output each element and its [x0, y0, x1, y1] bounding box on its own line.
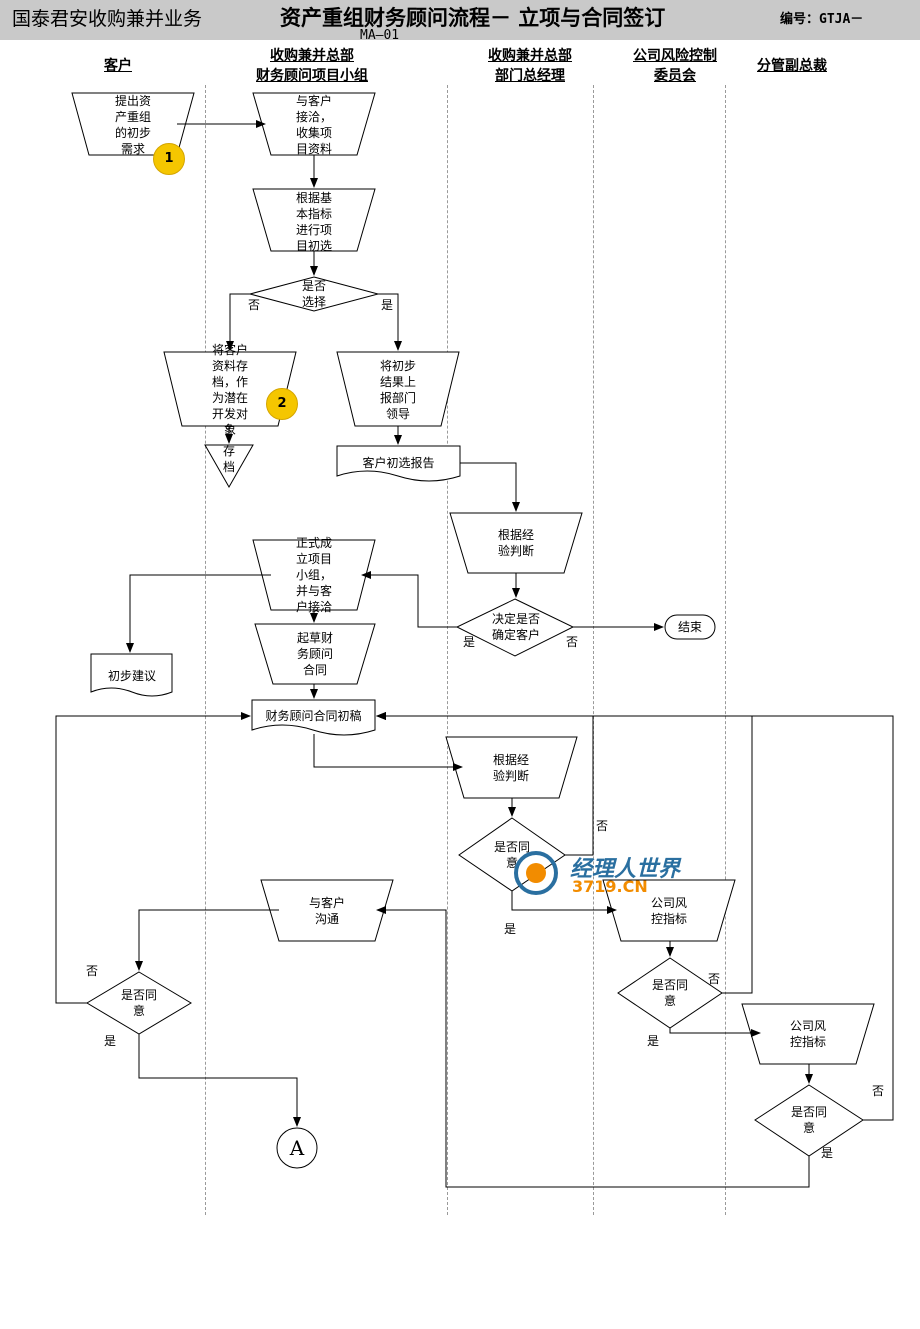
node-preliminary-screening: 根据基 本指标 进行项 目初选: [295, 191, 332, 253]
doc-screening-report: 客户初选报告: [362, 456, 435, 470]
shape-doc1: [336, 445, 461, 482]
shape-n12: [741, 1003, 875, 1065]
header-bar: [0, 0, 920, 40]
lane-title-client: 客户: [104, 58, 132, 74]
node-communicate-client: 与客户 沟通: [308, 896, 345, 926]
step-marker-1: 1: [153, 143, 185, 175]
node-experience-judgment: 根据经 验判断: [497, 528, 534, 558]
shape-conn-a: [276, 1127, 318, 1169]
company-name: 国泰君安收购兼并业务: [12, 8, 203, 30]
node-archive-client: 将客户 资料存 档，作 为潜在 开发对 象: [211, 343, 248, 437]
lane-divider: [725, 85, 726, 1215]
edge: [511, 891, 617, 914]
edge-label-no: 否: [596, 819, 609, 833]
decision-confirm-client: 决定是否 确定客户: [491, 612, 540, 642]
node-risk-indicators-2: 公司风 控指标: [789, 1019, 826, 1049]
terminator-end: 结束: [677, 620, 702, 634]
edge: [669, 1028, 761, 1037]
watermark-logo-icon: [514, 851, 558, 895]
doc-code-continued: MA—01: [360, 28, 400, 43]
connector-a: A: [289, 1136, 305, 1160]
doc-initial-advice: 初步建议: [107, 669, 156, 683]
shape-n10: [260, 879, 394, 942]
edge: [378, 293, 402, 351]
doc-code: 编号：GTJA－: [780, 12, 864, 27]
node-contact-client: 与客户 接洽， 收集项 目资料: [295, 94, 332, 156]
node-report-leader: 将初步 结果上 报部门 领导: [379, 359, 416, 421]
edge-label-no: 否: [86, 964, 99, 978]
edge-label-yes: 是: [504, 922, 517, 936]
shape-n6: [449, 512, 583, 574]
edge: [361, 571, 457, 628]
shape-d1: [248, 276, 380, 312]
node-client-request: 提出资 产重组 的初步 需求: [114, 94, 151, 156]
shape-n7: [252, 539, 376, 611]
edge-label-yes: 是: [821, 1146, 834, 1160]
shape-doc2: [90, 653, 173, 697]
node-experience-judgment-2: 根据经 验判断: [492, 753, 529, 783]
lane-title-vp: 分管副总裁: [757, 58, 827, 74]
node-draft-contract: 起草财 务顾问 合同: [296, 631, 333, 677]
lane-divider: [205, 85, 206, 1215]
shape-d2: [455, 598, 575, 657]
edge-label-yes: 是: [381, 298, 394, 312]
shape-n4: [163, 351, 297, 427]
edge-label-no: 否: [248, 298, 261, 312]
lane-divider: [447, 85, 448, 1215]
edge-label-no: 否: [872, 1084, 885, 1098]
edge: [460, 462, 520, 512]
step-marker-2: 2: [266, 388, 298, 420]
lane-title-gm: 收购兼并总部 部门总经理: [488, 48, 572, 84]
edge-label-yes: 是: [463, 635, 476, 649]
page-title: 资产重组财务顾问流程－ 立项与合同签订: [280, 6, 666, 30]
shape-n3: [252, 188, 376, 252]
node-archive-store: 存 档: [222, 444, 235, 474]
shape-doc3: [251, 699, 376, 736]
edge: [55, 712, 251, 1004]
lane-title-risk: 公司风险控制 委员会: [633, 48, 717, 84]
edge: [376, 712, 894, 1121]
decision-agree-vp: 是否同 意: [790, 1105, 827, 1135]
decision-select: 是否 选择: [301, 279, 326, 309]
doc-contract-draft: 财务顾问合同初稿: [265, 709, 362, 723]
edge: [138, 1034, 301, 1127]
shape-n11: [602, 879, 736, 942]
edge: [313, 734, 463, 771]
edge: [226, 293, 250, 351]
edge-label-no: 否: [566, 635, 579, 649]
shape-end: [664, 614, 716, 640]
shape-n4b: [204, 444, 254, 489]
edge-label-yes: 是: [647, 1034, 660, 1048]
edge: [135, 909, 279, 971]
node-form-project-team: 正式成 立项目 小组， 并与客 户接洽: [295, 536, 332, 614]
shape-n2: [252, 92, 376, 156]
lane-title-team: 收购兼并总部 财务顾问项目小组: [256, 48, 368, 84]
edge-label-yes: 是: [104, 1034, 117, 1048]
edge: [376, 906, 810, 1188]
shape-n8: [254, 623, 376, 685]
edge-label-no: 否: [708, 972, 721, 986]
decision-agree-client: 是否同 意: [120, 988, 157, 1018]
shape-n9: [445, 736, 578, 799]
watermark-subtext: 3719.CN: [572, 877, 648, 896]
node-risk-indicators: 公司风 控指标: [650, 896, 687, 926]
decision-agree-risk: 是否同 意: [651, 978, 688, 1008]
edge: [126, 574, 271, 653]
watermark-text: 经理人世界: [570, 857, 681, 882]
shape-n5: [336, 351, 460, 427]
lane-divider: [593, 85, 594, 1215]
